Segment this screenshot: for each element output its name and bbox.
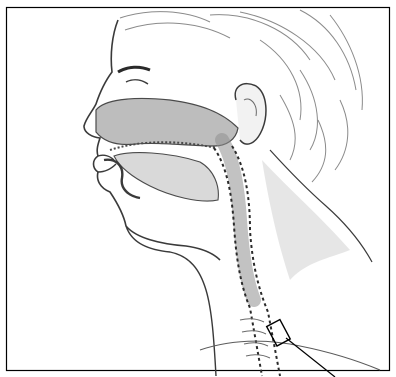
- head-neck-diagram: [0, 0, 396, 377]
- illustration-canvas: [0, 0, 396, 377]
